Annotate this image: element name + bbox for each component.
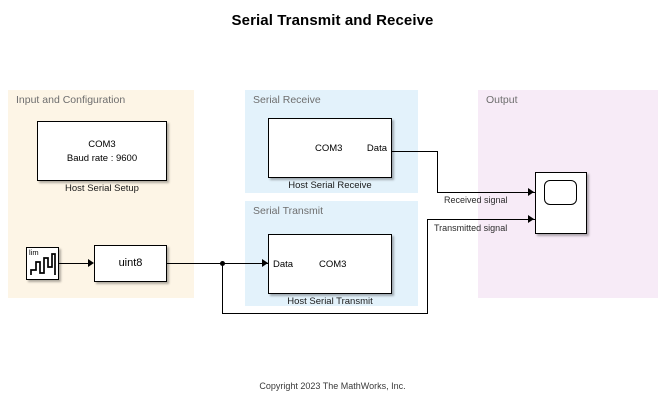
host-serial-setup-port-text: COM3: [88, 139, 116, 150]
host-serial-setup-baud-text: Baud rate : 9600: [66, 153, 138, 164]
arrow-into-scope-transmitted: [528, 215, 534, 223]
signal-line-source-to-convert: [59, 263, 91, 265]
signal-line-receive-to-scope: [437, 192, 535, 194]
repeating-sequence-stair-icon: [30, 253, 56, 275]
caption-host-serial-setup: Host Serial Setup: [65, 183, 139, 194]
data-type-conversion-label: uint8: [118, 257, 143, 269]
block-scope[interactable]: [535, 172, 587, 234]
signal-line-transmit-to-scope: [427, 219, 535, 221]
arrow-into-convert: [88, 259, 94, 267]
signal-line-receive-down: [437, 151, 439, 193]
host-serial-receive-com-text: COM3: [315, 143, 343, 154]
host-serial-receive-out-port-label: Data: [366, 143, 387, 154]
signal-label-transmitted: Transmitted signal: [434, 223, 508, 233]
caption-host-serial-transmit: Host Serial Transmit: [287, 296, 373, 307]
block-signal-source[interactable]: lim: [26, 247, 59, 280]
signal-line-receive-out: [392, 151, 438, 153]
signal-line-transmit-branch-across: [222, 313, 428, 315]
block-host-serial-receive[interactable]: COM3 Data: [268, 118, 392, 178]
area-label-serial-receive: Serial Receive: [253, 94, 321, 106]
signal-label-received: Received signal: [444, 195, 508, 205]
arrow-into-host-serial-transmit: [262, 259, 268, 267]
copyright-text: Copyright 2023 The MathWorks, Inc.: [259, 381, 406, 391]
block-host-serial-transmit[interactable]: Data COM3: [268, 234, 392, 294]
caption-host-serial-receive: Host Serial Receive: [288, 180, 372, 191]
host-serial-transmit-in-port-label: Data: [273, 259, 294, 270]
scope-icon: [544, 180, 577, 205]
signal-line-transmit-branch-down: [222, 263, 224, 314]
area-label-output: Output: [486, 94, 518, 106]
host-serial-transmit-com-text: COM3: [319, 259, 347, 270]
page-title: Serial Transmit and Receive: [231, 12, 434, 29]
arrow-into-scope-received: [528, 188, 534, 196]
block-host-serial-setup[interactable]: COM3 Baud rate : 9600: [37, 121, 167, 181]
block-data-type-conversion[interactable]: uint8: [94, 245, 167, 282]
signal-line-transmit-branch-up: [427, 219, 429, 314]
signal-source-lim-label: lim: [29, 248, 39, 257]
area-label-serial-transmit: Serial Transmit: [253, 205, 324, 217]
area-label-input-and-configuration: Input and Configuration: [16, 94, 126, 106]
